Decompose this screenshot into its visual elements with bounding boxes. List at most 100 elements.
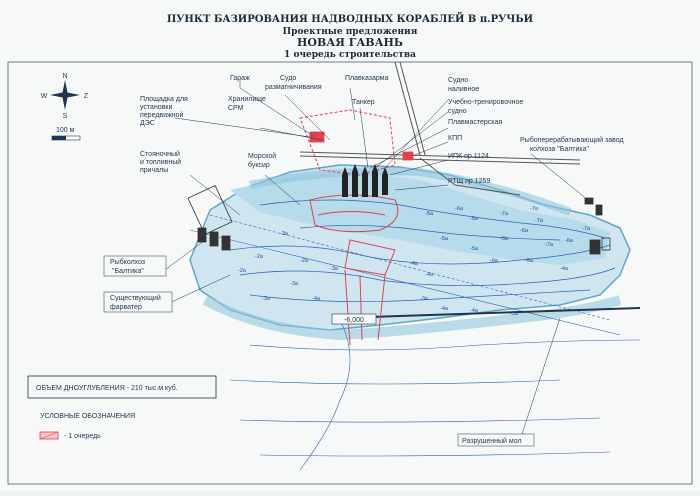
depth-sounding: -6a [470, 216, 479, 222]
ruined-pier-label-box [457, 433, 535, 447]
title-line-3: НОВАЯ ГАВАНЬ [297, 36, 403, 49]
depth-sounding: -3a [262, 296, 271, 302]
ruined-pier [339, 307, 641, 319]
label-training-1: Учебно-тренировочное [448, 98, 523, 106]
legend-hatch [39, 431, 59, 440]
depth-sounding: -3a [330, 266, 339, 272]
depth-sounding: -4a [312, 296, 321, 302]
label-platform-1: Площадка для [140, 96, 188, 103]
depth-sounding: -7a [530, 206, 539, 212]
label-tug-2: буксир [248, 161, 270, 169]
outer-contour-3 [229, 379, 561, 385]
deep-water-zone [230, 172, 610, 265]
depth-sounding: -7a [545, 242, 554, 248]
label-platform-3: передвижной [140, 111, 183, 119]
depth-sounding: -4a [425, 272, 434, 278]
shore-band-south [202, 295, 622, 341]
depth-sounding: -7a [582, 226, 591, 232]
dredging-volume-box [27, 375, 217, 399]
depth-sounding: -7a [535, 218, 544, 224]
label-garage: Гараж [230, 75, 250, 82]
label-demag-1: Судо [280, 75, 296, 82]
label-ruined-pier: Разрушенный мол [462, 437, 522, 445]
title-line-4: 1 очередь строительства [284, 50, 416, 60]
depth-sounding: -5a [425, 211, 434, 217]
depth-sounding: -5a [510, 311, 519, 317]
scale-label: 100 м [56, 127, 75, 134]
depth-sounding: -2a [300, 258, 309, 264]
depth-sounding: -2a [255, 254, 264, 260]
fairway-line-2 [209, 214, 611, 321]
fairway-line [189, 229, 621, 336]
depth-sounding: -7a [500, 211, 509, 217]
depth-sounding: -4a [410, 261, 419, 267]
title-line-2: Проектные предложения [283, 27, 418, 37]
depth-sounding: -3a [290, 281, 299, 287]
compass-w: W [41, 93, 48, 100]
label-kpp: КПП [448, 135, 462, 142]
depth-sounding: -4a [440, 306, 449, 312]
dredging-volume-text: ОБЪЕМ ДНОУГЛУБЛЕНИЯ - 210 тыс.м куб. [36, 384, 178, 392]
label-rtsh: РТЩ пр.1259 [448, 178, 490, 185]
outer-contour-5 [259, 451, 611, 457]
label-bunker-1: Судно [448, 77, 468, 84]
label-ipk: ИПК пр.1124 [448, 153, 489, 160]
fairway-label-box [103, 291, 173, 313]
roads [299, 61, 581, 196]
outer-contour-2 [249, 339, 641, 351]
depth-sounding: -6a [500, 236, 509, 242]
depth-mark: -6,000 [344, 317, 364, 324]
depth-sounding: -4a [470, 308, 479, 314]
project-first-stage [299, 109, 399, 346]
label-workshop: Плавмастерская [448, 119, 502, 126]
fish-plant-label-bg [518, 134, 640, 154]
label-mooring-1: Стояночный [140, 150, 180, 158]
scale-bar: 100 м [51, 127, 81, 141]
label-kolkhoz-2: "Балтика" [112, 268, 144, 275]
label-demag-2: размагничивания [265, 84, 322, 91]
depth-mark-box [331, 313, 377, 325]
legend-heading: УСЛОВНЫЕ ОБОЗНАЧЕНИЯ [40, 413, 135, 420]
depth-sounding: -3a [420, 296, 429, 302]
shore-band-north [249, 167, 572, 216]
depth-sounding: -5a [440, 236, 449, 242]
compass-rose: N S W Z [41, 73, 89, 120]
label-mooring-3: причалы [140, 167, 168, 174]
depth-sounding: -2a [238, 268, 247, 274]
map-frame [7, 61, 693, 485]
label-training-2: судно [448, 108, 467, 115]
label-tug-1: Морской [248, 152, 276, 160]
label-platform-2: установки [140, 104, 172, 111]
label-fairway-1: Существующий [110, 294, 161, 302]
label-barracks: Плавказарма [345, 75, 389, 82]
label-tanker: Танкер [352, 99, 375, 106]
depth-sounding: -4a [560, 266, 569, 272]
label-kolkhoz-1: Рыбколхоз [110, 258, 145, 266]
outer-contour-4 [239, 417, 601, 423]
depth-sounding: -6a [455, 206, 464, 212]
title-line-1: ПУНКТ БАЗИРОВАНИЯ НАДВОДНЫХ КОРАБЛЕЙ В п… [167, 12, 533, 25]
depth-sounding: -3a [280, 231, 289, 237]
label-mooring-2: и топливный [140, 158, 181, 166]
label-bunker-2: наливное [448, 86, 479, 93]
depth-soundings: -2a-2a-3a-3a-4a-2a-3a-4a-4a-5a-6a-6a-7a-… [238, 206, 591, 317]
label-platform-4: ДЭС [140, 120, 155, 127]
depth-sounding: -5a [470, 246, 479, 252]
compass-n: N [62, 73, 67, 80]
legend-item: - 1 очередь [64, 433, 101, 440]
label-storage-2: СРМ [228, 105, 244, 112]
depth-sounding: -6a [565, 238, 574, 244]
depth-sounding: -6a [520, 228, 529, 234]
depth-contours [229, 199, 616, 303]
compass-z: Z [84, 93, 89, 100]
depth-sounding: -6a [490, 258, 499, 264]
compass-s: S [63, 113, 68, 120]
depth-sounding: -5a [525, 258, 534, 264]
label-fish-plant-2: колхоза "Балтика" [530, 146, 590, 153]
outer-contour-1 [299, 319, 351, 471]
label-fairway-2: фарватер [110, 304, 142, 311]
moored-ships [342, 164, 388, 197]
leader-lines [164, 80, 589, 441]
